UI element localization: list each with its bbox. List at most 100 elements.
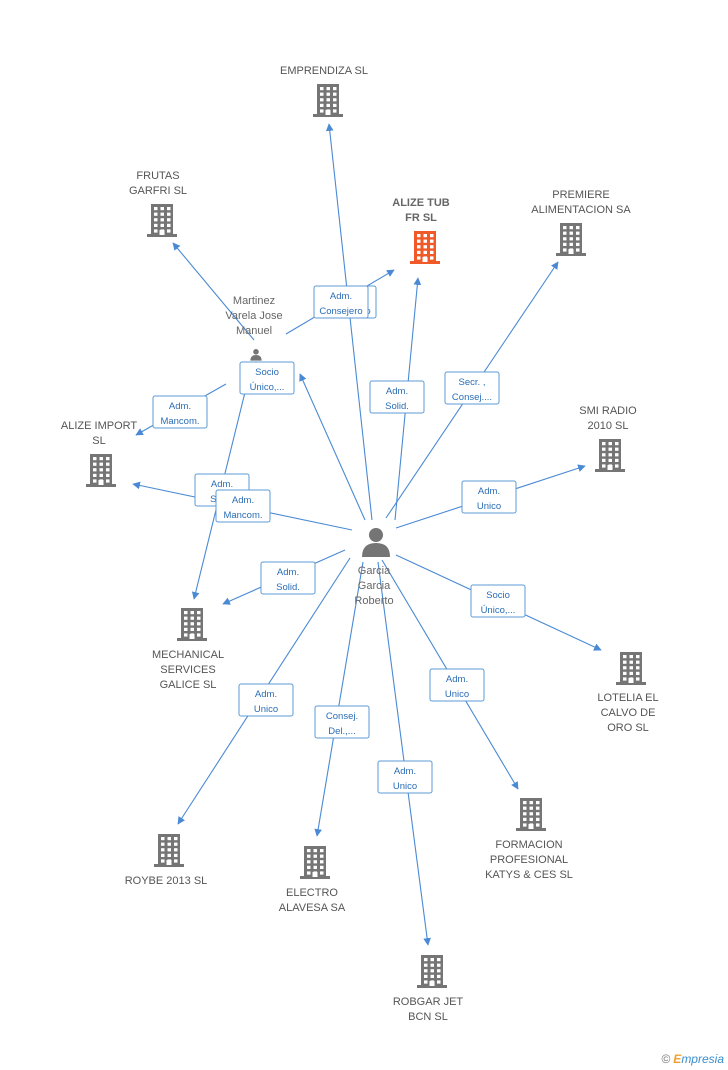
edge-label-text: Adm.: [211, 479, 233, 490]
edge-label-box: [313, 285, 369, 319]
building-icon: [417, 955, 447, 988]
node-label: Martinez: [233, 295, 275, 307]
building-icon: [313, 84, 343, 117]
edge-label-box: [369, 380, 425, 414]
building-icon: [147, 204, 177, 237]
edge-label-garcia-formacion[interactable]: Adm.Unico: [429, 668, 485, 702]
company-node-premiere[interactable]: PREMIERE ALIMENTACION SA: [531, 189, 631, 256]
edge-label-text: Secr. ,: [459, 377, 486, 388]
building-icon: [616, 652, 646, 685]
brand-footer: ©Empresia: [661, 1052, 724, 1066]
edge-martinez-frutas: [172, 242, 255, 341]
node-label: PREMIERE: [552, 189, 609, 201]
node-label: Manuel: [236, 325, 272, 337]
node-label: MECHANICAL: [152, 649, 224, 661]
node-label: ALAVESA SA: [279, 902, 346, 914]
edge-label-text: Adm.: [478, 486, 500, 497]
edge-label-text: Socio: [255, 367, 279, 378]
node-label: ROBGAR JET: [393, 996, 464, 1008]
edge-label-text: Adm.: [169, 401, 191, 412]
edge-label-text: Único,...: [250, 382, 285, 393]
node-label: FR SL: [405, 212, 437, 224]
node-label: Varela Jose: [225, 310, 282, 322]
edge-label-garcia-roybe[interactable]: Adm. Unico: [238, 683, 294, 717]
copyright-symbol: ©: [661, 1052, 671, 1066]
node-label: FORMACION: [495, 839, 562, 851]
company-node-mechanical[interactable]: MECHANICAL SERVICES GALICE SL: [152, 608, 224, 691]
edge-label-martinez-mechanical[interactable]: SocioÚnico,...: [239, 361, 295, 395]
node-label: ALIZE TUB: [392, 197, 449, 209]
edge-label-text: Adm.: [386, 386, 408, 397]
edge-label-text: Unico: [254, 704, 278, 715]
edge-label-box: [429, 668, 485, 702]
edge-label-box: [238, 683, 294, 717]
node-label: ROYBE 2013 SL: [125, 875, 208, 887]
edge-label-text: Consej....: [452, 392, 492, 403]
edge-label-text: Unico: [393, 781, 417, 792]
node-label: Garcia: [358, 565, 391, 577]
edge-label-text: Único,...: [481, 605, 516, 616]
person-icon: [362, 528, 390, 557]
node-label: GALICE SL: [160, 679, 217, 691]
building-icon: [154, 834, 184, 867]
edge-label-box: [377, 760, 433, 794]
brand-name: mpresia: [681, 1052, 724, 1066]
edge-label-martinez-alize_tub[interactable]: Adm. Consejero: [313, 285, 369, 319]
edge-label-martinez-alize_import[interactable]: Adm.Mancom.: [152, 395, 208, 429]
building-icon: [595, 439, 625, 472]
edge-label-text: Unico: [445, 689, 469, 700]
node-label: SERVICES: [160, 664, 215, 676]
edge-label-garcia-mechanical[interactable]: Adm.Solid.: [260, 561, 316, 595]
edge-label-box: [239, 361, 295, 395]
company-node-frutas[interactable]: FRUTAS GARFRI SL: [129, 170, 187, 237]
node-label: EMPRENDIZA SL: [280, 65, 368, 77]
edge-garcia-martinez: [299, 373, 366, 521]
person-icon: [250, 349, 262, 361]
edge-label-text: Adm.: [394, 766, 416, 777]
node-label: 2010 SL: [588, 420, 629, 432]
company-node-electro[interactable]: ELECTRO ALAVESA SA: [279, 846, 346, 914]
building-icon: [516, 798, 546, 831]
node-label: BCN SL: [408, 1011, 448, 1023]
edge-label-garcia-premiere[interactable]: Secr. , Consej....: [444, 371, 500, 405]
edge-label-garcia-smi_radio[interactable]: Adm. Unico: [461, 480, 517, 514]
node-label: SMI RADIO: [579, 405, 637, 417]
edge-label-box: [152, 395, 208, 429]
edge-label-box: [470, 584, 526, 618]
company-node-robgar[interactable]: ROBGAR JET BCN SL: [393, 955, 464, 1023]
node-label: ALIMENTACION SA: [531, 204, 631, 216]
node-label: LOTELIA EL: [597, 692, 658, 704]
node-label: FRUTAS: [136, 170, 179, 182]
company-node-alize_tub[interactable]: ALIZE TUB FR SL: [392, 197, 450, 264]
company-node-emprendiza[interactable]: EMPRENDIZA SL: [280, 65, 368, 117]
company-node-smi_radio[interactable]: SMI RADIO 2010 SL: [579, 405, 637, 472]
edge-label-text: Adm.: [232, 495, 254, 506]
edge-garcia-robgar: [377, 561, 431, 946]
brand-initial: E: [673, 1052, 682, 1066]
edge-label-text: Solid.: [276, 582, 300, 593]
edge-label-garcia-electro[interactable]: Consej.Del.,...: [314, 705, 370, 739]
building-icon: [300, 846, 330, 879]
edge-label-text: Adm.: [330, 291, 352, 302]
node-label: PROFESIONAL: [490, 854, 568, 866]
building-icon: [177, 608, 207, 641]
edge-garcia-emprendiza: [325, 123, 373, 521]
node-label: ALIZE IMPORT: [61, 420, 137, 432]
edge-label-garcia-lotelia[interactable]: SocioÚnico,...: [470, 584, 526, 618]
edge-label-text: Adm.: [255, 689, 277, 700]
edge-label-text: Unico: [477, 501, 501, 512]
node-label: ELECTRO: [286, 887, 338, 899]
edge-label-text: Consejero: [319, 306, 362, 317]
edge-label-garcia-alize_tub[interactable]: Adm.Solid.: [369, 380, 425, 414]
edge-garcia-electro: [314, 561, 364, 837]
edge-label-garcia-martinez[interactable]: Adm.Mancom.: [215, 489, 271, 523]
node-label: GARFRI SL: [129, 185, 187, 197]
company-node-roybe[interactable]: ROYBE 2013 SL: [125, 834, 208, 887]
edge-label-garcia-robgar[interactable]: Adm. Unico: [377, 760, 433, 794]
